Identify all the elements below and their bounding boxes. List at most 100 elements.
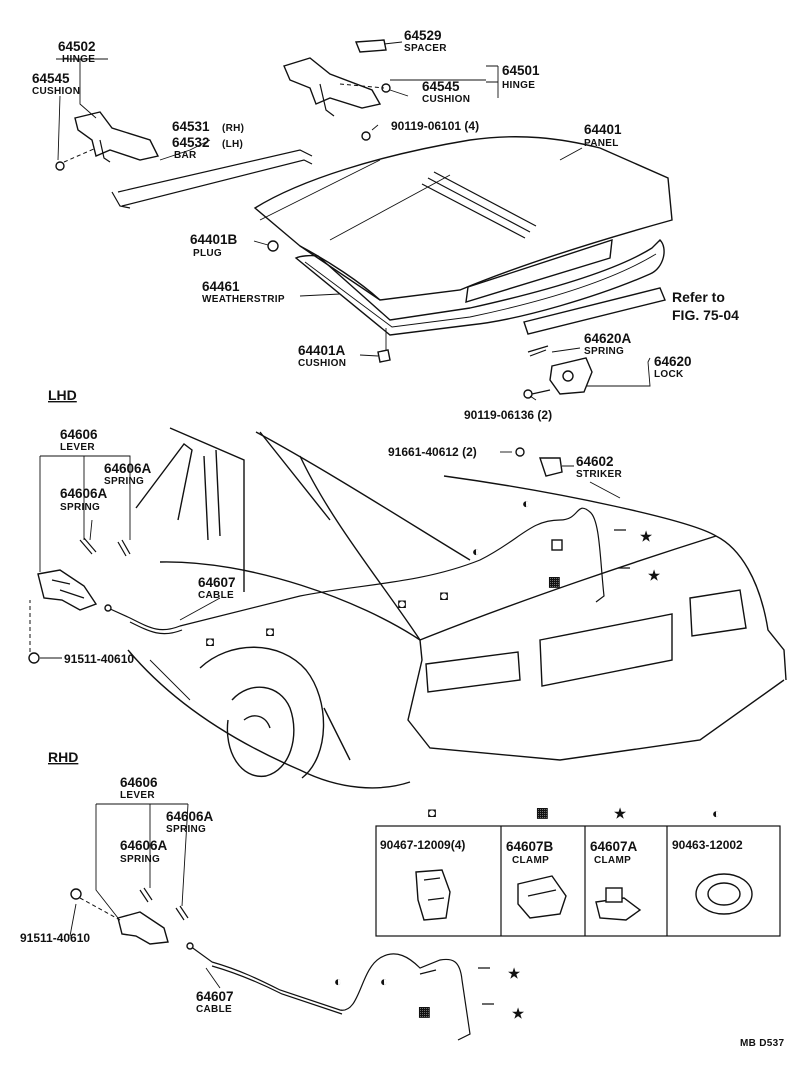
legend-symbol-grid-icon: ▦ bbox=[536, 805, 549, 820]
part-label-hinge-lh: HINGE bbox=[62, 54, 95, 65]
legend-part-label-clamp-a: CLAMP bbox=[594, 855, 631, 866]
part-label-hinge-rh: HINGE bbox=[502, 80, 535, 91]
part-label-plug: PLUG bbox=[193, 248, 222, 259]
support-bar-shapes bbox=[111, 149, 313, 209]
part-label-cushion-lh: CUSHION bbox=[32, 86, 80, 97]
part-number-64602: 64602 bbox=[576, 454, 614, 469]
lock-assembly-shape bbox=[523, 345, 593, 399]
striker-shape bbox=[515, 447, 563, 477]
part-label-bar: BAR bbox=[174, 150, 197, 161]
rhd-grid-clamp-icon: ▦ bbox=[418, 1004, 431, 1019]
rhd-part-number-64607: 64607 bbox=[196, 989, 234, 1004]
rhd-half-clip-icon-1: ◐ bbox=[334, 974, 342, 989]
part-label-striker: STRIKER bbox=[576, 469, 622, 480]
part-number-64401: 64401 bbox=[584, 122, 622, 137]
refer-line-2: FIG. 75-04 bbox=[672, 307, 739, 323]
cushion-64401a-shape bbox=[377, 349, 391, 363]
refer-line-1: Refer to bbox=[672, 289, 725, 305]
part-label-cushion-rh: CUSHION bbox=[422, 94, 470, 105]
hinge-64502-shape bbox=[55, 111, 160, 171]
rhd-part-number-64606a-1: 64606A bbox=[166, 809, 214, 824]
section-heading-lhd: LHD bbox=[48, 387, 77, 403]
lhd-part-number-64606a-1: 64606A bbox=[104, 461, 152, 476]
rhd-clip-shapes bbox=[419, 967, 494, 1005]
legend-part-number-90463-12002: 90463-12002 bbox=[672, 838, 743, 852]
part-suffix-lh: (LH) bbox=[222, 139, 243, 150]
plug-shape bbox=[267, 240, 279, 252]
part-number-64620a: 64620A bbox=[584, 331, 632, 346]
section-heading-rhd: RHD bbox=[48, 749, 78, 765]
lhd-cable-shape bbox=[104, 507, 605, 635]
rhd-part-number-64606: 64606 bbox=[120, 775, 158, 790]
rhd-half-clip-icon-2: ◐ bbox=[380, 974, 388, 989]
lhd-part-number-64606a-2: 64606A bbox=[60, 486, 108, 501]
lhd-part-number-64607: 64607 bbox=[198, 575, 236, 590]
part-number-64532: 64532 bbox=[172, 135, 210, 150]
legend-symbol-square-icon: ◘ bbox=[428, 805, 436, 820]
legend-symbol-star-icon: ★ bbox=[614, 806, 627, 821]
rhd-cable-shape bbox=[186, 942, 471, 1041]
hood-lock-reinforcement bbox=[523, 287, 666, 335]
rhd-lever-shape bbox=[70, 887, 189, 945]
part-label-weatherstrip: WEATHERSTRIP bbox=[202, 294, 285, 305]
lhd-star-clamp-icon-2: ★ bbox=[648, 568, 661, 583]
legend-part-label-clamp-b: CLAMP bbox=[512, 855, 549, 866]
part-label-panel: PANEL bbox=[584, 138, 619, 149]
lhd-lever-shape bbox=[28, 537, 131, 664]
lhd-part-label-cable: CABLE bbox=[198, 590, 234, 601]
rhd-part-label-spring-2: SPRING bbox=[120, 854, 160, 865]
part-number-64401b: 64401B bbox=[190, 232, 238, 247]
legend-symbol-half-icon: ◐ bbox=[712, 806, 720, 821]
rhd-star-clamp-icon-2: ★ bbox=[512, 1006, 525, 1021]
lhd-square-clip-icon-4: ◘ bbox=[266, 624, 274, 639]
part-number-64502: 64502 bbox=[58, 39, 96, 54]
lhd-part-number-91511-40610: 91511-40610 bbox=[64, 652, 134, 666]
lhd-square-clip-icon-3: ◘ bbox=[206, 634, 214, 649]
part-number-64529: 64529 bbox=[404, 28, 442, 43]
lhd-star-clamp-icon-1: ★ bbox=[640, 529, 653, 544]
rhd-part-label-cable: CABLE bbox=[196, 1004, 232, 1015]
part-number-64401a: 64401A bbox=[298, 343, 346, 358]
legend-part-number-64607b: 64607B bbox=[506, 839, 554, 854]
leader-lines bbox=[39, 41, 651, 989]
rhd-part-number-91511-40610: 91511-40610 bbox=[20, 931, 90, 945]
lhd-part-label-spring-1: SPRING bbox=[104, 476, 144, 487]
drawing-code: MB D537 bbox=[740, 1038, 784, 1049]
lhd-clip-shapes bbox=[551, 529, 630, 569]
lhd-square-clip-icon-1: ◘ bbox=[398, 596, 406, 611]
lhd-grid-clamp-icon: ▦ bbox=[548, 574, 561, 589]
part-label-spring-a: SPRING bbox=[584, 346, 624, 357]
part-number-64545-lh: 64545 bbox=[32, 71, 70, 86]
rhd-part-label-lever: LEVER bbox=[120, 790, 155, 801]
legend-part-number-90467-12009: 90467-12009(4) bbox=[380, 838, 465, 852]
part-suffix-rh: (RH) bbox=[222, 123, 244, 134]
part-number-91661-40612: 91661-40612 (2) bbox=[388, 445, 477, 459]
lhd-half-clip-icon-2: ◐ bbox=[472, 544, 480, 559]
weatherstrip-shape bbox=[294, 239, 665, 336]
legend-part-number-64607a: 64607A bbox=[590, 839, 638, 854]
part-number-90119-06101: 90119-06101 (4) bbox=[391, 119, 479, 133]
part-number-64531: 64531 bbox=[172, 119, 210, 134]
rhd-part-label-spring-1: SPRING bbox=[166, 824, 206, 835]
lhd-half-clip-icon-1: ◐ bbox=[522, 496, 530, 511]
lhd-part-number-64606: 64606 bbox=[60, 427, 98, 442]
part-number-64620: 64620 bbox=[654, 354, 692, 369]
part-label-lock: LOCK bbox=[654, 369, 684, 380]
lhd-part-label-lever: LEVER bbox=[60, 442, 95, 453]
part-number-64461: 64461 bbox=[202, 279, 240, 294]
part-number-64501: 64501 bbox=[502, 63, 540, 78]
hood-panel bbox=[253, 136, 673, 303]
lhd-square-clip-icon-2: ◘ bbox=[440, 588, 448, 603]
rhd-part-number-64606a-2: 64606A bbox=[120, 838, 168, 853]
part-label-cushion-a: CUSHION bbox=[298, 358, 346, 369]
car-body-outline bbox=[127, 427, 787, 789]
part-number-90119-06136: 90119-06136 (2) bbox=[464, 408, 552, 422]
part-label-spacer: SPACER bbox=[404, 43, 447, 54]
part-number-64545-rh: 64545 bbox=[422, 79, 460, 94]
lhd-part-label-spring-2: SPRING bbox=[60, 502, 100, 513]
rhd-star-clamp-icon-1: ★ bbox=[508, 966, 521, 981]
hinge-64501-shape bbox=[283, 39, 391, 141]
